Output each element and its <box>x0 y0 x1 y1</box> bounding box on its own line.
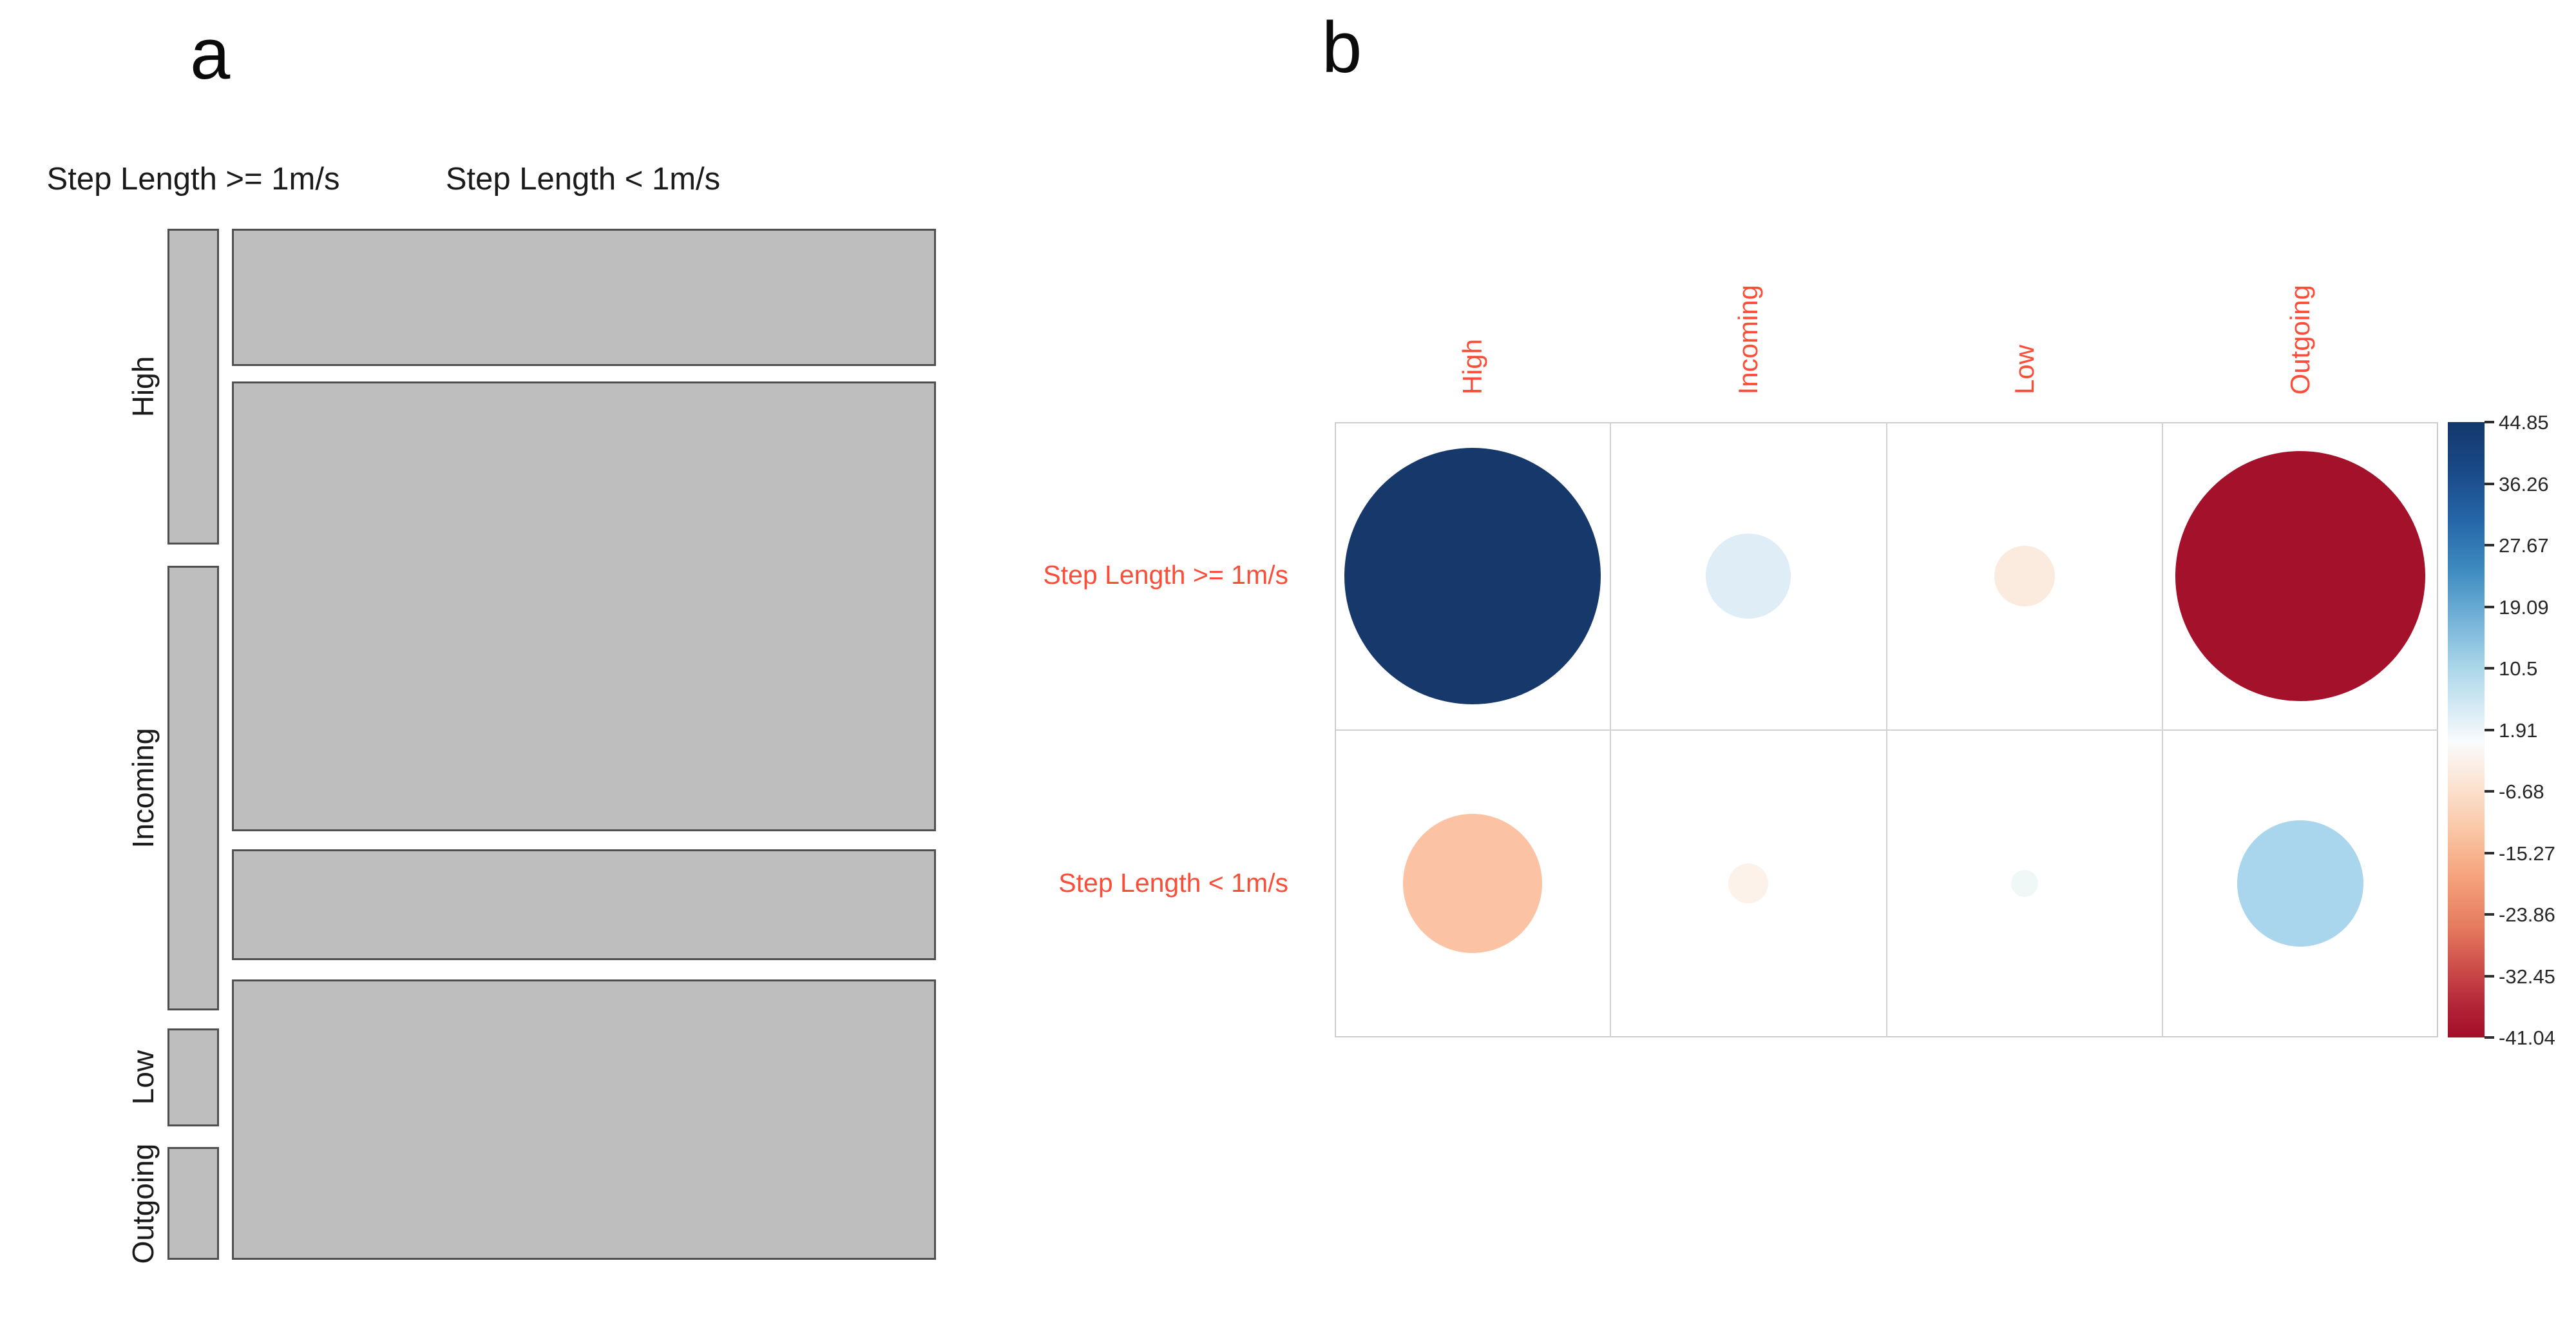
corrplot-col-label-incoming: Incoming <box>1733 284 1763 394</box>
mosaic-column-header-1: Step Length < 1m/s <box>445 162 721 197</box>
corrplot-cell-lt1ms-high <box>1335 729 1611 1037</box>
legend-tick-label-5: 1.91 <box>2499 718 2538 742</box>
corrplot-row-label-1: Step Length < 1m/s <box>1058 868 1288 898</box>
corrplot-cell-lt1ms-low <box>1886 729 2162 1037</box>
legend-tick-6 <box>2485 790 2494 793</box>
legend-tick-label-2: 27.67 <box>2499 534 2549 557</box>
mosaic-row-label-outgoing: Outgoing <box>126 1143 160 1264</box>
legend-tick-label-10: -41.04 <box>2499 1027 2555 1049</box>
corrplot-col-label-high: High <box>1457 338 1487 394</box>
panel-a-letter: a <box>190 14 231 94</box>
mosaic-cell-lt1ms-outgoing <box>232 979 936 1260</box>
corrplot-cell-ge1ms-outgoing <box>2162 422 2438 730</box>
legend-tick-label-6: -6.68 <box>2499 780 2544 803</box>
corrplot-cell-ge1ms-incoming <box>1610 422 1887 730</box>
corrplot-row-label-0: Step Length >= 1m/s <box>1043 560 1288 590</box>
mosaic-cell-ge1ms-incoming <box>167 566 219 1010</box>
mosaic-cell-lt1ms-incoming <box>232 381 936 831</box>
legend-tick-2 <box>2485 544 2494 546</box>
corrplot-circle-ge1ms-incoming <box>1706 533 1791 619</box>
corrplot-cell-ge1ms-high <box>1335 422 1611 730</box>
legend-tick-label-3: 19.09 <box>2499 595 2549 619</box>
mosaic-cell-ge1ms-low <box>167 1028 219 1126</box>
corrplot-circle-lt1ms-incoming <box>1728 863 1769 904</box>
legend-tick-10 <box>2485 1036 2494 1039</box>
mosaic-cell-ge1ms-high <box>167 229 219 545</box>
corrplot-circle-lt1ms-high <box>1403 814 1543 954</box>
legend-tick-label-8: -23.86 <box>2499 903 2555 926</box>
mosaic-cell-ge1ms-outgoing <box>167 1147 219 1260</box>
corrplot-circle-lt1ms-low <box>2010 870 2038 898</box>
corrplot-circle-ge1ms-low <box>1994 545 2055 606</box>
corrplot-col-label-low: Low <box>2009 344 2039 394</box>
corrplot-cell-lt1ms-outgoing <box>2162 729 2438 1037</box>
corrplot-cell-ge1ms-low <box>1886 422 2162 730</box>
mosaic-cell-lt1ms-high <box>232 229 936 366</box>
legend-tick-label-7: -15.27 <box>2499 842 2555 865</box>
corrplot-col-label-outgoing: Outgoing <box>2285 284 2315 394</box>
mosaic-row-label-low: Low <box>126 1050 160 1105</box>
legend-tick-1 <box>2485 482 2494 485</box>
mosaic-cell-lt1ms-low <box>232 849 936 960</box>
corrplot-circle-ge1ms-outgoing <box>2175 450 2425 701</box>
legend-tick-5 <box>2485 728 2494 731</box>
legend-tick-4 <box>2485 667 2494 670</box>
panel-b-letter: b <box>1322 7 1362 88</box>
legend-tick-label-1: 36.26 <box>2499 472 2549 496</box>
legend-tick-3 <box>2485 605 2494 608</box>
corrplot-circle-ge1ms-high <box>1344 447 1601 704</box>
legend-tick-9 <box>2485 974 2494 978</box>
legend-tick-label-4: 10.5 <box>2499 657 2538 680</box>
legend-tick-8 <box>2485 913 2494 916</box>
legend-tick-0 <box>2485 421 2494 423</box>
legend-tick-7 <box>2485 851 2494 854</box>
legend-tick-label-0: 44.85 <box>2499 411 2549 434</box>
legend-colorbar <box>2448 422 2485 1037</box>
mosaic-row-label-high: High <box>126 356 160 418</box>
corrplot-circle-lt1ms-outgoing <box>2237 820 2363 947</box>
mosaic-column-header-0: Step Length >= 1m/s <box>46 162 340 197</box>
corrplot-cell-lt1ms-incoming <box>1610 729 1887 1037</box>
mosaic-row-label-incoming: Incoming <box>126 728 160 849</box>
legend-tick-label-9: -32.45 <box>2499 965 2555 988</box>
